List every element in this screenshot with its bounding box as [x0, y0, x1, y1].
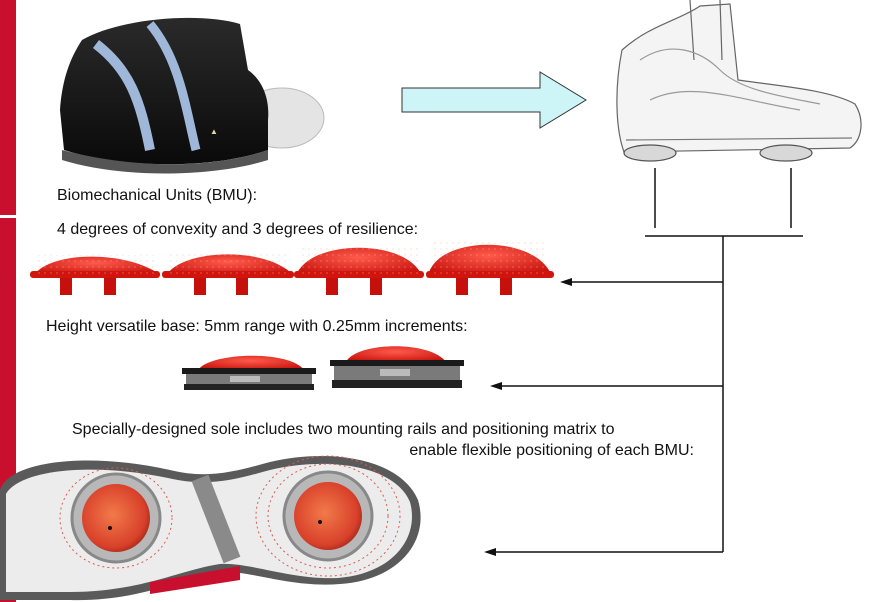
bmu-dome-1	[30, 255, 160, 295]
connector-lines	[494, 168, 803, 553]
right-arrow-icon	[401, 71, 587, 129]
bmu-dome-3	[294, 246, 424, 295]
arrowhead-base	[490, 382, 502, 390]
shoe-outline-icon	[616, 0, 862, 162]
bmu-dome-2	[162, 252, 294, 295]
arrowheads	[484, 278, 572, 556]
sole-with-bmus	[0, 455, 421, 601]
left-accent-bar	[0, 0, 16, 602]
arrowhead-sole	[484, 548, 496, 556]
height-base-2	[330, 346, 464, 388]
arrowhead-bmu	[560, 278, 572, 286]
height-base-1	[182, 355, 316, 390]
bmu-degrees-caption: 4 degrees of convexity and 3 degrees of …	[57, 221, 419, 238]
sole-caption-line1: Specially-designed sole includes two mou…	[72, 421, 615, 438]
bmu-title: Biomechanical Units (BMU):	[57, 187, 258, 204]
svg-text:▲: ▲	[210, 127, 218, 136]
accent-bar-notch	[0, 215, 16, 218]
bmu-dome-4	[426, 242, 554, 295]
sole-caption-line2: enable flexible positioning of each BMU:	[409, 442, 694, 459]
height-base-caption: Height versatile base: 5mm range with 0.…	[46, 318, 468, 335]
black-shoe-icon: ▲	[60, 17, 325, 174]
